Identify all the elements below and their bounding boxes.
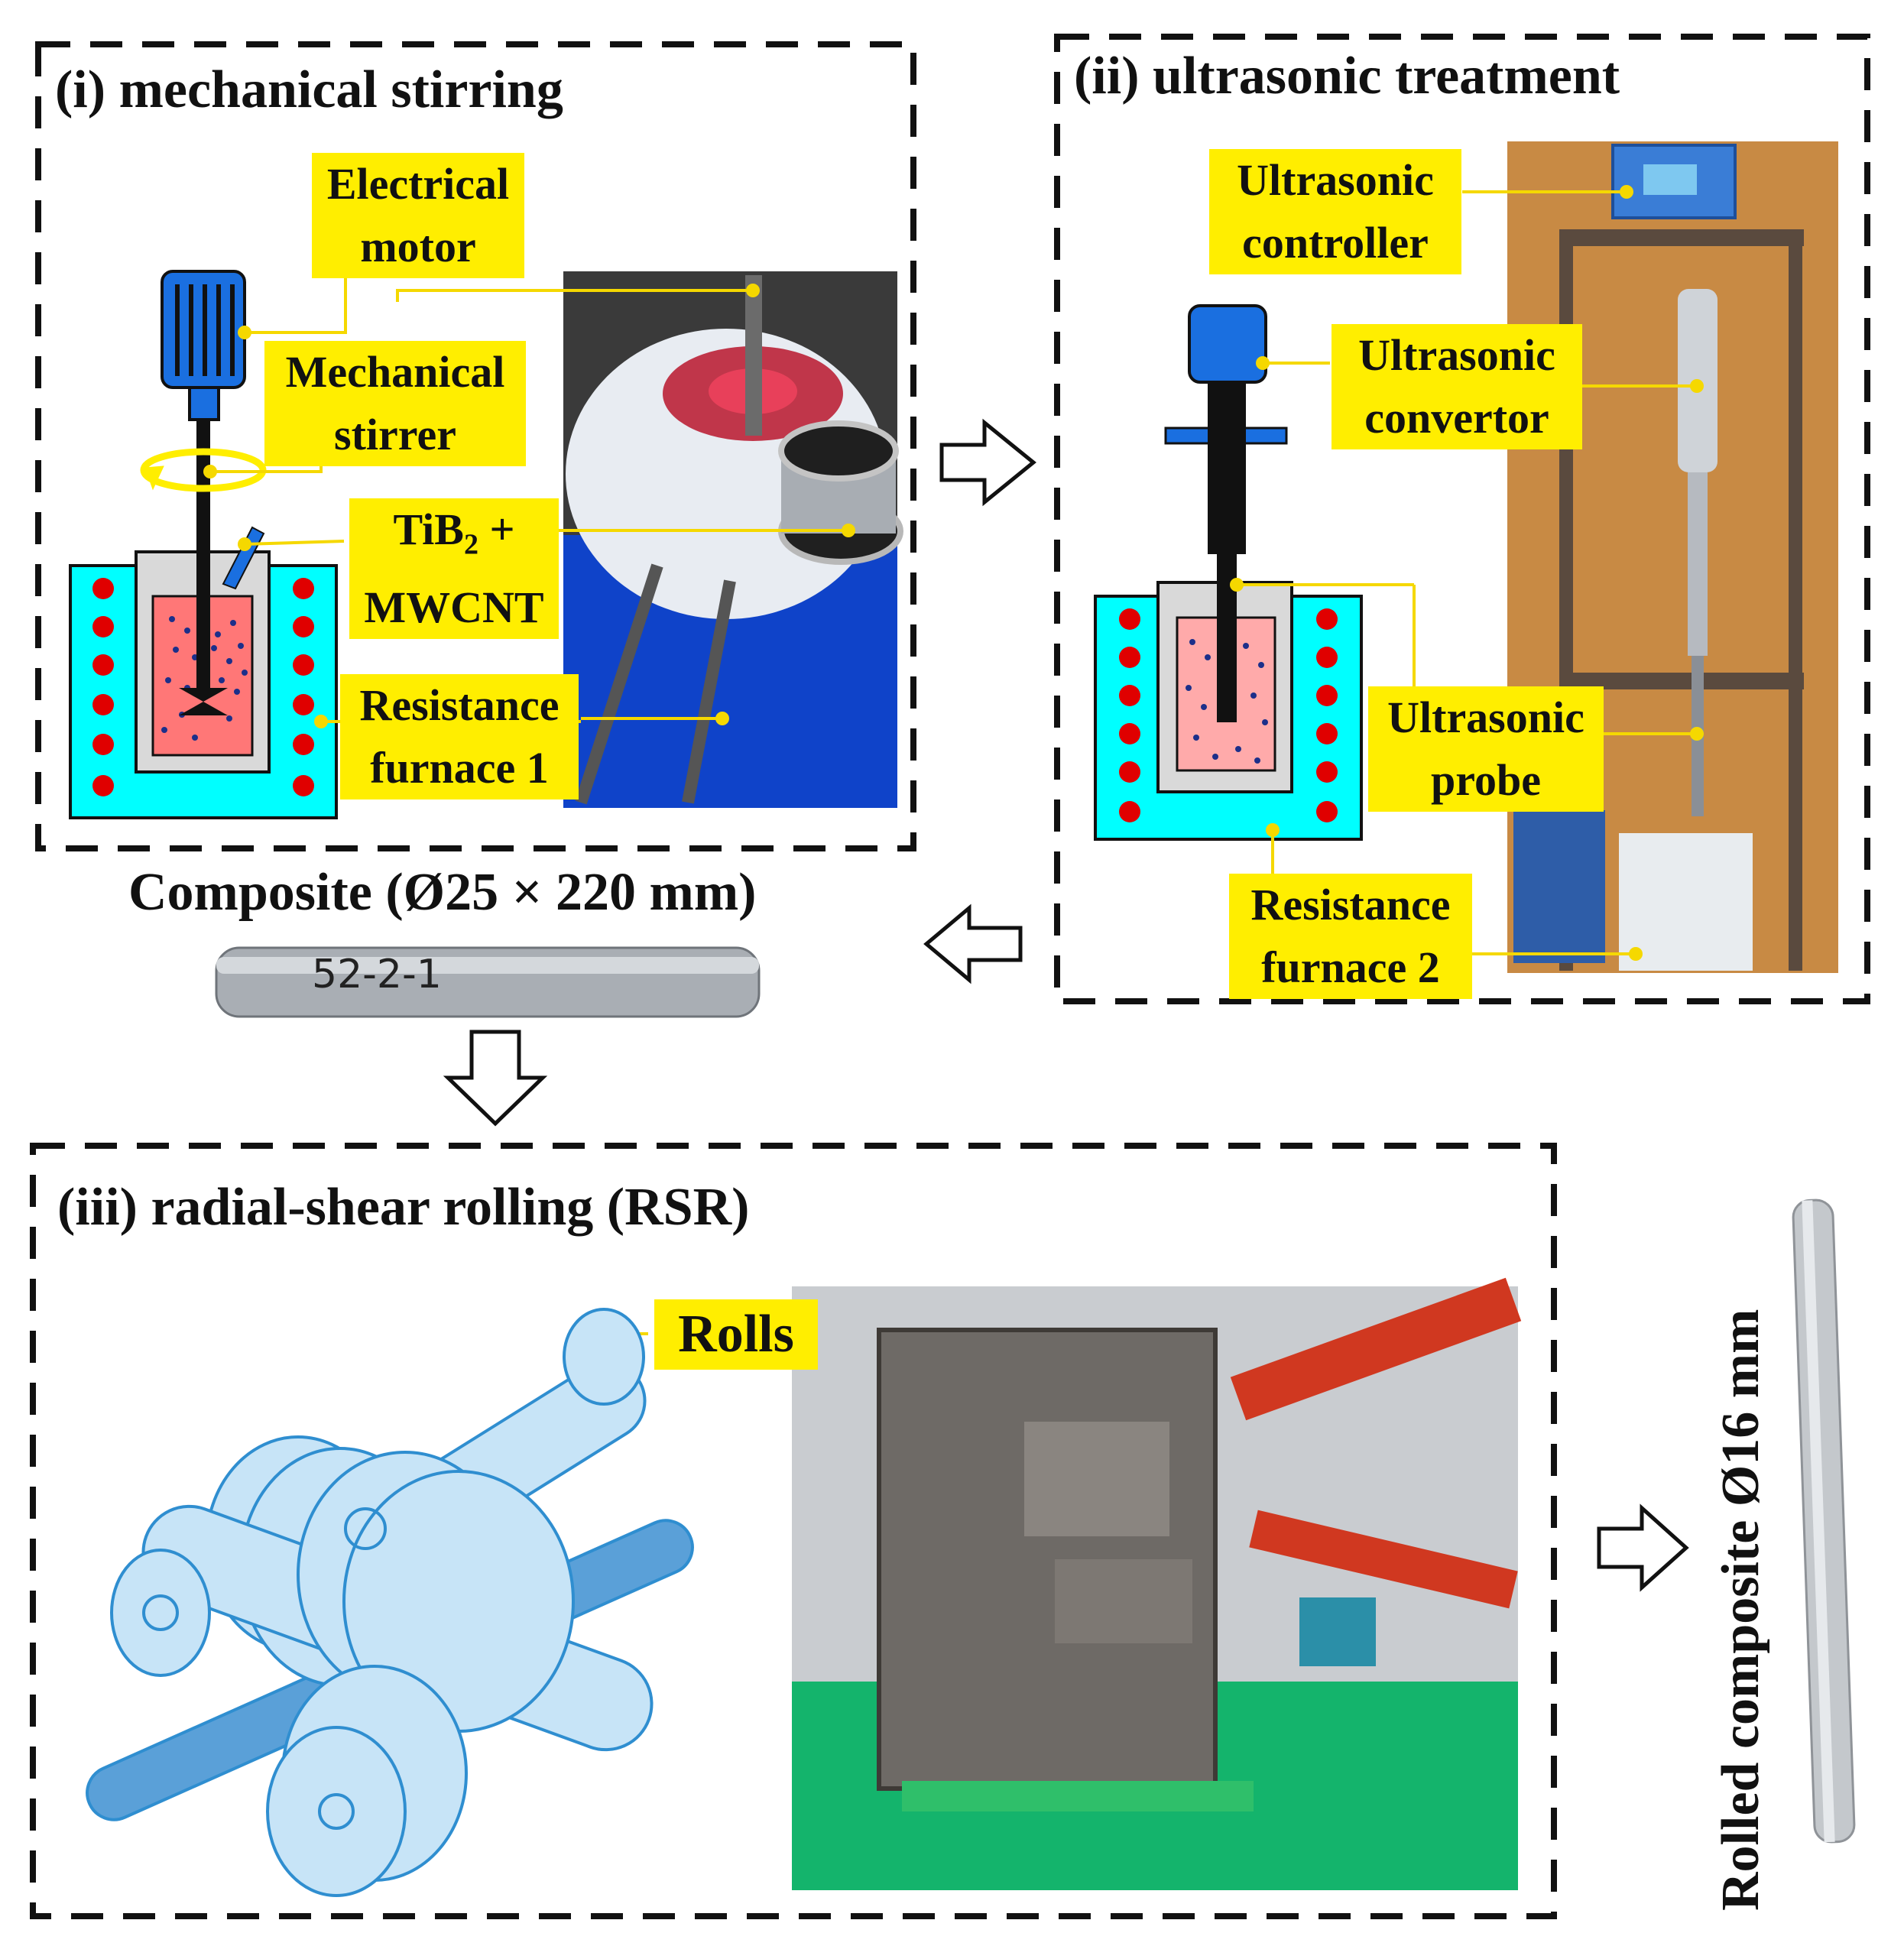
rolled-rod — [1792, 1198, 1856, 1844]
particles-2 — [1186, 639, 1268, 764]
arrow-right-1 — [939, 418, 1036, 507]
arrow-down — [443, 1030, 548, 1127]
rod-marking: 52-2-1 — [312, 952, 442, 997]
label-rolls: Rolls — [654, 1299, 818, 1370]
rolling-photo — [792, 1277, 1522, 1890]
label-resistance-furnace-1: Resistance furnace 1 — [340, 674, 579, 799]
composite-rod — [215, 946, 761, 1018]
label-resistance-furnace-2: Resistance furnace 2 — [1229, 874, 1472, 999]
impeller — [179, 688, 228, 715]
label-mechanical-stirrer: Mechanical stirrer — [264, 341, 526, 466]
probe-upper — [1208, 382, 1246, 554]
stirrer-shaft — [196, 420, 210, 695]
rolled-composite-caption: Rolled composite Ø16 mm — [1711, 1309, 1770, 1911]
frame-stirring — [35, 41, 916, 851]
label-ultrasonic-probe: Ultrasonic probe — [1368, 686, 1604, 812]
heating-elements-1 — [92, 578, 314, 796]
stirring-schematic — [69, 270, 338, 819]
particles-1 — [161, 616, 248, 741]
ultrasonic-schematic — [1094, 304, 1363, 841]
composite-caption: Composite (Ø25 × 220 mm) — [128, 863, 757, 922]
rolls-schematic — [86, 1308, 694, 1897]
section-title-rolling: (iii) radial-shear rolling (RSR) — [57, 1178, 750, 1237]
ultrasonic-convertor-block — [1188, 304, 1267, 384]
label-tib2-mwcnt: TiB2 + MWCNT — [349, 498, 559, 639]
arrow-right-2 — [1597, 1503, 1689, 1592]
frame-ultrasonic — [1054, 34, 1870, 1004]
arrow-left — [923, 903, 1023, 984]
ultrasonic-photo — [1507, 141, 1838, 973]
label-ultrasonic-convertor: Ultrasonic convertor — [1332, 324, 1582, 449]
section-title-ultrasonic: (ii) ultrasonic treatment — [1074, 47, 1620, 105]
heating-elements-2 — [1119, 608, 1338, 822]
section-title-stirring: (i) mechanical stirring — [55, 60, 563, 119]
stirring-photo — [563, 271, 903, 808]
label-electrical-motor: Electrical motor — [312, 153, 524, 278]
label-ultrasonic-controller: Ultrasonic controller — [1209, 149, 1461, 274]
